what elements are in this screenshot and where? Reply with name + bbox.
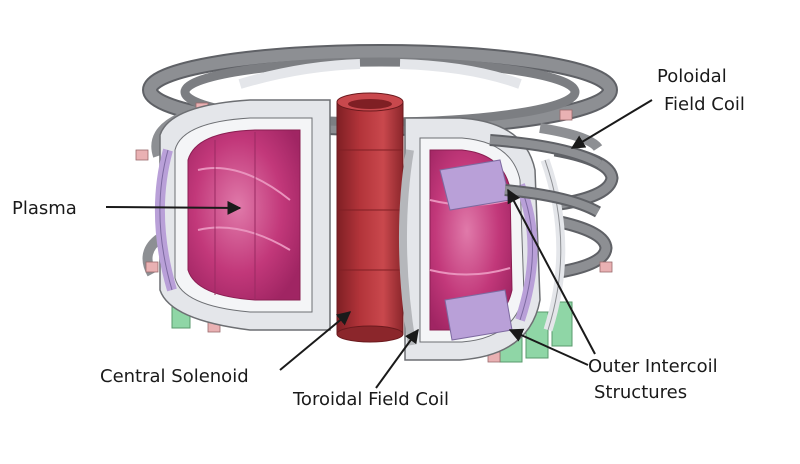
leader-arrows — [105, 99, 653, 389]
label-toroidal-field-coil: Toroidal Field Coil — [292, 389, 449, 410]
arrow-poloidal — [570, 99, 653, 149]
arrow-toroidal-field-coil — [375, 328, 419, 389]
arrow-central-solenoid — [279, 311, 352, 371]
left-cutaway — [154, 99, 331, 331]
label-outer-intercoil-line1: Outer Intercoil — [588, 356, 718, 377]
arrow-intercoil-lower — [508, 328, 589, 366]
label-poloidal-line1: Poloidal — [657, 66, 727, 87]
arrow-plasma — [105, 200, 242, 215]
central-solenoid — [336, 92, 404, 343]
label-central-solenoid: Central Solenoid — [100, 366, 249, 387]
label-plasma: Plasma — [12, 198, 77, 219]
label-outer-intercoil-line2: Structures — [594, 382, 687, 403]
arrow-intercoil-upper — [507, 188, 596, 355]
plasma-left — [187, 129, 301, 301]
label-poloidal-line2: Field Coil — [664, 94, 745, 115]
